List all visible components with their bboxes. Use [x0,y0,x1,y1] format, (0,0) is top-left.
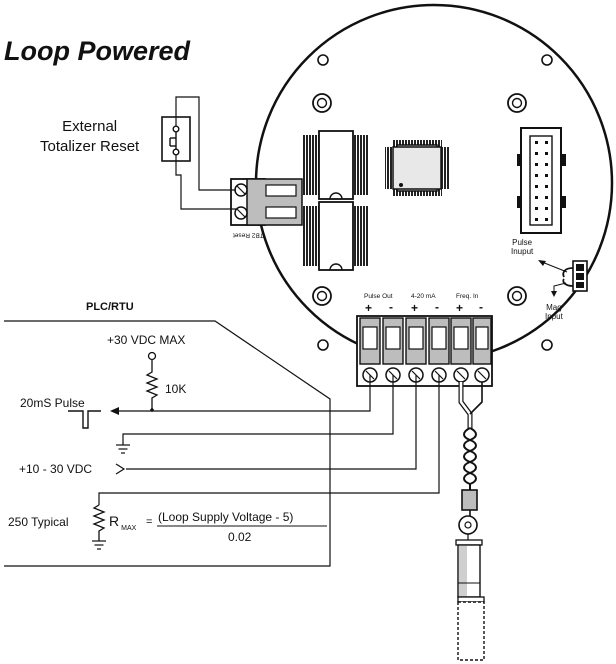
terminal-polarity-1: + [365,301,373,315]
microcontroller-chip [385,140,449,196]
mounting-holes [312,54,553,351]
tb2-reset-terminal [230,178,303,226]
resistor-10k-label: 10K [165,382,187,396]
supply-range-label: +10 - 30 VDC [19,462,93,476]
terminal-polarity-4: - [435,300,439,314]
pulse-20ms-label: 20mS Pulse [20,396,85,410]
ic-chip-lower [303,201,369,271]
pulse-input-label: Pulse Inuput [511,238,534,256]
plc-rtu-box [4,320,331,567]
terminal-polarity-6: - [479,300,483,314]
sensor-probe [455,539,485,661]
mag-input-label: Mag Input [545,303,563,321]
supply-wire [126,375,417,470]
terminal-polarity-5: + [456,301,464,315]
terminal-group-4-20ma: 4-20 mA [411,293,436,300]
header-connector [517,127,566,234]
external-totalizer-reset-label: External Totalizer Reset [40,118,140,155]
terminal-polarity-2: - [389,300,393,314]
vdc-max-label: +30 VDC MAX [107,333,186,347]
plc-rtu-label: PLC/RTU [86,301,134,313]
ground-wire [122,375,394,445]
terminal-group-pulse-out: Pulse Out [364,293,393,300]
loop-wire [98,375,440,505]
typical-250-label: 250 Typical [8,515,69,529]
pulse-symbol [68,410,101,429]
reset-wire-top [175,96,236,191]
diagram-title: Loop Powered [4,36,191,66]
rmax-denominator: 0.02 [228,530,252,544]
rmax-equals: = [146,516,153,528]
sensor-plug [458,489,478,540]
ground-icon-1 [116,444,130,454]
reset-wire-bottom [175,155,236,210]
rmax-numerator: (Loop Supply Voltage - 5) [158,510,294,524]
jumper-block [538,260,588,297]
main-terminal-block [356,315,493,387]
terminal-polarity-3: + [411,301,419,315]
tb2-reset-label: TB2 Reset [233,231,264,239]
resistor-250 [92,504,106,541]
terminal-group-freq-in: Freq. In [456,293,479,300]
ground-icon-2 [92,540,106,550]
resistor-10k [145,351,159,410]
sensor-cable [458,382,483,490]
pulse-out-wire [118,375,371,412]
ic-chip-upper [303,130,369,200]
